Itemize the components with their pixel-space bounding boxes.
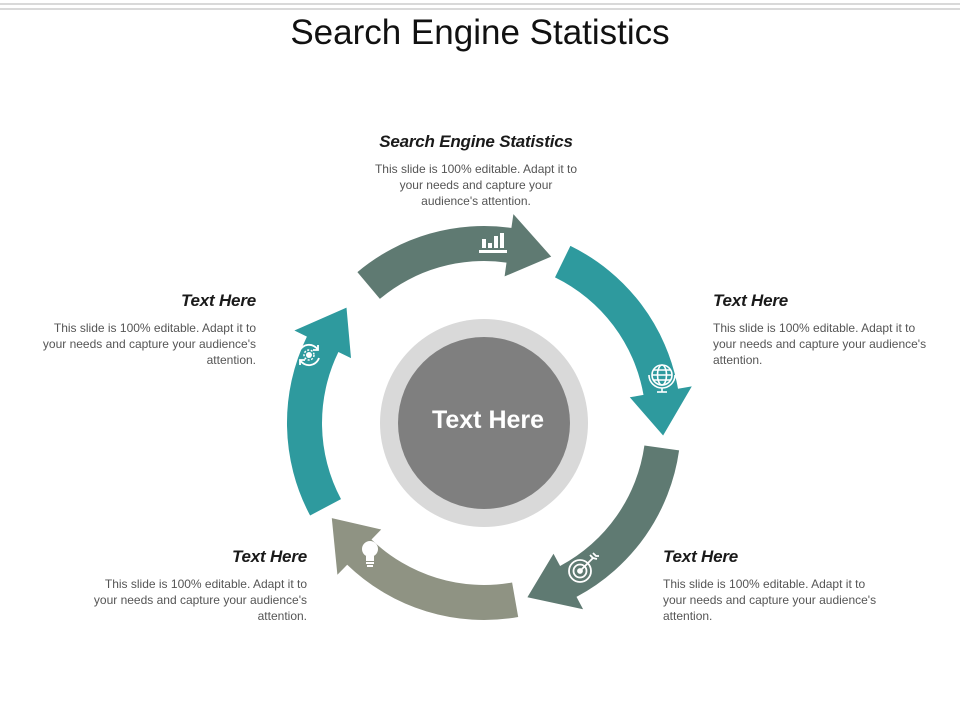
step-1-body: This slide is 100% editable. Adapt it to… xyxy=(374,162,578,208)
cycle-arrow-5 xyxy=(286,307,351,516)
top-rule xyxy=(0,8,960,10)
center-label: Text Here xyxy=(431,406,545,434)
step-3-body: This slide is 100% editable. Adapt it to… xyxy=(663,577,877,623)
cycle-arrow-3 xyxy=(527,445,680,610)
slide-title: Search Engine Statistics xyxy=(290,13,670,52)
step-3-heading: Text Here xyxy=(663,547,739,566)
top-rule xyxy=(0,3,960,5)
cycle-arrow-4 xyxy=(331,518,519,620)
step-4-heading: Text Here xyxy=(231,547,307,566)
bar-chart-icon xyxy=(479,233,507,253)
step-4-body: This slide is 100% editable. Adapt it to… xyxy=(93,577,307,623)
globe-icon xyxy=(648,364,676,393)
target-icon xyxy=(568,552,599,583)
step-2-text: Text Here This slide is 100% editable. A… xyxy=(713,291,928,368)
step-5-text: Text Here This slide is 100% editable. A… xyxy=(41,291,256,368)
step-2-heading: Text Here xyxy=(713,291,789,310)
center-disc xyxy=(398,337,570,509)
step-5-body: This slide is 100% editable. Adapt it to… xyxy=(42,321,256,367)
step-3-text: Text Here This slide is 100% editable. A… xyxy=(663,547,878,624)
step-4-text: Text Here This slide is 100% editable. A… xyxy=(92,547,307,624)
cycle-arrow-1 xyxy=(357,214,552,299)
gear-cycle-icon xyxy=(298,343,320,367)
step-1-text: Search Engine Statistics This slide is 1… xyxy=(366,132,586,209)
step-5-heading: Text Here xyxy=(180,291,256,310)
step-2-body: This slide is 100% editable. Adapt it to… xyxy=(713,321,927,367)
lightbulb-icon xyxy=(362,541,378,567)
step-1-heading: Search Engine Statistics xyxy=(379,132,573,151)
